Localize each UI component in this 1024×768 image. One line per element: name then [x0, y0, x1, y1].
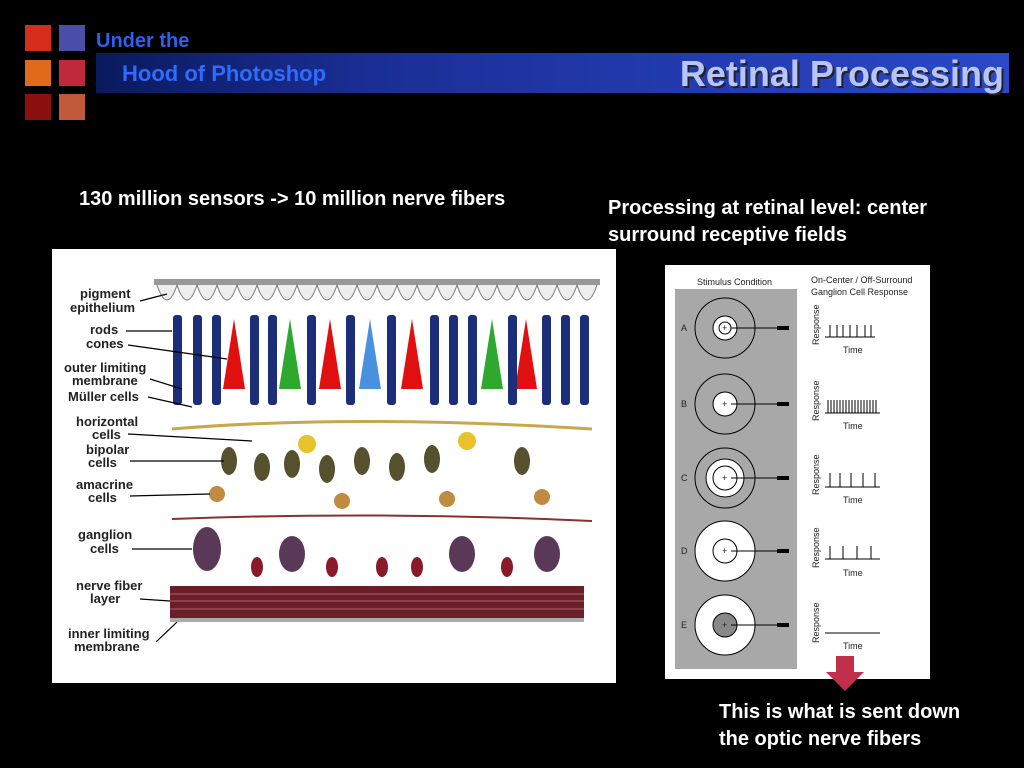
- label-cones: cones: [86, 336, 124, 351]
- label-rods: rods: [90, 322, 118, 337]
- pigment-epithelium-cells: [156, 283, 598, 301]
- svg-text:+: +: [722, 473, 727, 483]
- label-epithelium: epithelium: [70, 300, 135, 315]
- label-amacrine: amacrine: [76, 477, 133, 492]
- svg-text:A: A: [681, 323, 687, 333]
- svg-text:+: +: [722, 399, 727, 409]
- receptive-field-diagram: Stimulus Condition On-Center / Off-Surro…: [665, 265, 930, 679]
- svg-text:Time: Time: [843, 568, 863, 578]
- retina-labels: pigment epithelium rods cones outer limi…: [64, 286, 150, 654]
- down-arrow-icon: [826, 656, 864, 691]
- logo-square-5: [25, 94, 51, 120]
- retina-svg: pigment epithelium rods cones outer limi…: [64, 279, 600, 654]
- svg-text:Time: Time: [843, 421, 863, 431]
- bipolar-cells: [221, 445, 530, 483]
- retina-diagram: pigment epithelium rods cones outer limi…: [52, 249, 616, 683]
- amacrine-cells: [209, 486, 550, 509]
- svg-text:Response: Response: [811, 602, 821, 643]
- label-pigment: pigment: [80, 286, 131, 301]
- right-caption-1: Processing at retinal level: center: [608, 197, 928, 219]
- svg-text:Response: Response: [811, 454, 821, 495]
- label-leaders: [126, 293, 253, 643]
- label-inner-limiting: inner limiting: [68, 626, 150, 641]
- logo-square-6: [59, 94, 85, 120]
- condition-b: B + Response Time: [681, 373, 880, 435]
- nerve-fiber-layer: [170, 586, 584, 618]
- label-membrane-2: membrane: [74, 639, 140, 654]
- svg-text:+: +: [722, 620, 727, 630]
- receptive-field-svg: Stimulus Condition On-Center / Off-Surro…: [675, 275, 912, 669]
- svg-text:Response: Response: [811, 380, 821, 421]
- label-membrane-1: membrane: [72, 373, 138, 388]
- label-cells-3: cells: [88, 490, 117, 505]
- svg-text:Time: Time: [843, 345, 863, 355]
- photoreceptors: [173, 315, 589, 405]
- logo-square-3: [25, 60, 51, 86]
- logo-square-2: [59, 25, 85, 51]
- slide-title: Retinal Processing: [679, 53, 1004, 94]
- right-caption-2: surround receptive fields: [608, 224, 847, 246]
- label-cells-1: cells: [92, 427, 121, 442]
- svg-text:+: +: [722, 546, 727, 556]
- logo-square-1: [25, 25, 51, 51]
- label-nerve-fiber: nerve fiber: [76, 578, 142, 593]
- svg-text:Response: Response: [811, 304, 821, 345]
- response-title-1: On-Center / Off-Surround: [811, 275, 912, 285]
- response-title-2: Ganglion Cell Response: [811, 287, 908, 297]
- brand-line-1: Under the: [96, 30, 190, 52]
- svg-text:B: B: [681, 399, 687, 409]
- label-muller: Müller cells: [68, 389, 139, 404]
- label-cells-2: cells: [88, 455, 117, 470]
- condition-e: E + Response Time: [681, 594, 880, 656]
- label-outer-limiting: outer limiting: [64, 360, 146, 375]
- condition-c: C + Response Time: [681, 447, 880, 509]
- condition-d: D + Response Time: [681, 520, 880, 582]
- svg-text:C: C: [681, 473, 688, 483]
- logo-square-4: [59, 60, 85, 86]
- label-ganglion: ganglion: [78, 527, 132, 542]
- bottom-caption-1: This is what is sent down: [719, 701, 961, 723]
- svg-text:Time: Time: [843, 495, 863, 505]
- bottom-caption-2: the optic nerve fibers: [719, 728, 922, 750]
- condition-a: A + Response Time: [681, 297, 875, 359]
- svg-text:Time: Time: [843, 641, 863, 651]
- svg-text:Response: Response: [811, 527, 821, 568]
- label-horizontal: horizontal: [76, 414, 138, 429]
- brand-line-2: Hood of Photoshop: [122, 61, 327, 86]
- label-cells-4: cells: [90, 541, 119, 556]
- stimulus-condition-title: Stimulus Condition: [697, 277, 772, 287]
- title-bar: [96, 53, 1009, 93]
- left-caption: 130 million sensors -> 10 million nerve …: [79, 188, 506, 210]
- label-bipolar: bipolar: [86, 442, 129, 457]
- label-layer: layer: [90, 591, 120, 606]
- ganglion-cells: [193, 527, 560, 577]
- svg-text:D: D: [681, 546, 688, 556]
- svg-text:E: E: [681, 620, 687, 630]
- svg-text:+: +: [722, 323, 727, 333]
